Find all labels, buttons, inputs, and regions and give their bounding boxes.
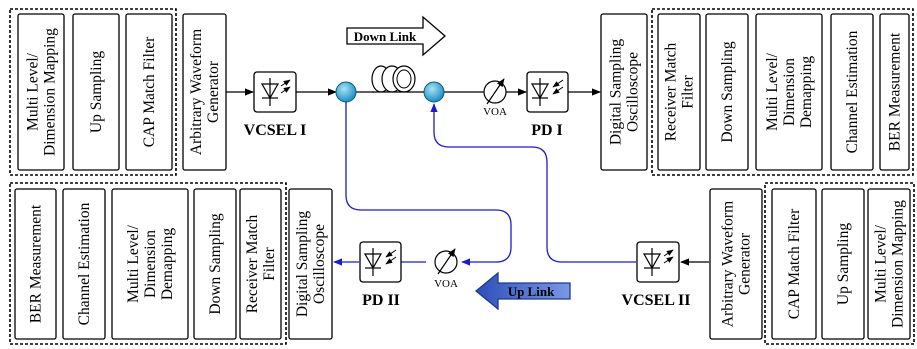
rx-top-receiver-match-filter-block-label: Receiver MatchFilter — [663, 42, 697, 141]
voa-top-label: VOA — [483, 106, 507, 118]
rx-dsp-top-group — [651, 8, 914, 176]
dso-top-block-label: Digital SamplingOscilloscope — [608, 39, 642, 146]
rx-dsp-top-blocks: Receiver MatchFilter Down Sampling Multi L… — [657, 13, 910, 171]
rx-bottom-down-sampling-block: Down Sampling — [193, 188, 237, 340]
tx-bottom-up-sampling-block: Up Sampling — [821, 188, 865, 340]
tx-top-up-sampling-block: Up Sampling — [72, 13, 120, 171]
uplink-fiber-to-voa — [345, 102, 512, 266]
rx-top-ber-measurement-block: BER Measurement — [879, 13, 910, 171]
tx-bottom-multi-level-dimension-mapping-block-label: Multi Level/Dimension Mapping — [873, 200, 907, 328]
pd1-device — [526, 71, 569, 113]
downlink-label: Down Link — [354, 29, 417, 44]
rx-dsp-bottom-blocks: BER Measurement Channel Estimation Multi L… — [14, 188, 282, 340]
rx-top-ber-measurement-block-label: BER Measurement — [887, 32, 904, 151]
pd2-label: PD II — [362, 292, 400, 309]
vcsel2-device — [636, 241, 680, 283]
pd2-device — [359, 241, 402, 283]
tx-bottom-cap-match-filter-block: CAP Match Filter — [771, 188, 817, 340]
tx-dsp-top-blocks: Multi Level/Dimension Mapping Up Sampling… — [17, 13, 173, 171]
rx-top-channel-estimation-block-label: Channel Estimation — [844, 30, 861, 153]
rx-top-channel-estimation-block: Channel Estimation — [830, 13, 874, 171]
downlink-arrow: Down Link — [346, 15, 446, 57]
awg-top-block-label: Arbitrary WaveformGenerator — [188, 29, 222, 155]
awg-top-block: Arbitrary WaveformGenerator — [182, 13, 227, 171]
tx-top-multi-level-dimension-mapping-block-label: Multi Level/Dimension Mapping — [25, 28, 59, 156]
voa-top-icon — [483, 78, 507, 105]
voa-bottom-icon — [434, 248, 458, 275]
awg-bottom-block: Arbitrary WaveformGenerator — [709, 188, 763, 340]
tx-top-cap-match-filter-block-label: CAP Match Filter — [141, 36, 158, 147]
rx-bottom-multi-level-dimension-demapping-block-label: Multi Level/DimensionDemapping — [125, 224, 176, 303]
dso-top-block: Digital SamplingOscilloscope — [600, 13, 648, 171]
coupler-right — [423, 81, 445, 103]
rx-bottom-channel-estimation-block: Channel Estimation — [62, 188, 106, 340]
dso-bottom-block: Digital SamplingOscilloscope — [288, 188, 333, 340]
awg-bottom-block-label: Arbitrary WaveformGenerator — [720, 201, 754, 327]
rx-top-multi-level-dimension-demapping-block-label: Multi Level/DimensionDemapping — [764, 52, 815, 131]
tx-top-cap-match-filter-block: CAP Match Filter — [125, 13, 173, 171]
uplink-fiber-from-vcsel2 — [430, 103, 636, 263]
tx-dsp-top-group — [9, 8, 177, 176]
rx-bottom-receiver-match-filter-block: Receiver MatchFilter — [239, 188, 282, 340]
pd1-label: PD I — [531, 122, 563, 139]
tx-dsp-bottom-blocks: CAP Match Filter Up Sampling Multi Level/D… — [771, 188, 911, 340]
tx-bottom-cap-match-filter-block-label: CAP Match Filter — [786, 208, 803, 319]
tx-top-multi-level-dimension-mapping-block: Multi Level/Dimension Mapping — [17, 13, 65, 171]
rx-bottom-channel-estimation-block-label: Channel Estimation — [76, 202, 93, 325]
uplink-arrow: Up Link — [474, 271, 571, 311]
vcsel2-label: VCSEL II — [622, 292, 691, 309]
rx-bottom-down-sampling-block-label: Down Sampling — [207, 213, 224, 314]
rx-bottom-receiver-match-filter-block-label: Receiver MatchFilter — [244, 214, 278, 313]
rx-bottom-multi-level-dimension-demapping-block: Multi Level/DimensionDemapping — [111, 188, 189, 340]
tx-top-up-sampling-block-label: Up Sampling — [88, 51, 105, 133]
rx-bottom-ber-measurement-block: BER Measurement — [14, 188, 57, 340]
fiber-spool-icon — [371, 65, 420, 93]
tx-bottom-multi-level-dimension-mapping-block: Multi Level/Dimension Mapping — [867, 188, 911, 340]
rx-dsp-bottom-group — [9, 182, 287, 345]
vcsel1-device — [253, 71, 297, 113]
tx-bottom-up-sampling-block-label: Up Sampling — [835, 223, 852, 305]
rx-bottom-ber-measurement-block-label: BER Measurement — [28, 204, 45, 323]
voa-bottom-label: VOA — [434, 278, 458, 290]
rx-top-down-sampling-block-label: Down Sampling — [719, 41, 736, 142]
rx-top-down-sampling-block: Down Sampling — [705, 13, 749, 171]
vcsel1-label: VCSEL I — [244, 122, 307, 139]
uplink-label: Up Link — [508, 284, 555, 299]
coupler-left — [335, 81, 357, 103]
rx-top-receiver-match-filter-block: Receiver MatchFilter — [657, 13, 701, 171]
rx-top-multi-level-dimension-demapping-block: Multi Level/DimensionDemapping — [755, 13, 823, 171]
dso-bottom-block-label: Digital SamplingOscilloscope — [294, 211, 328, 318]
